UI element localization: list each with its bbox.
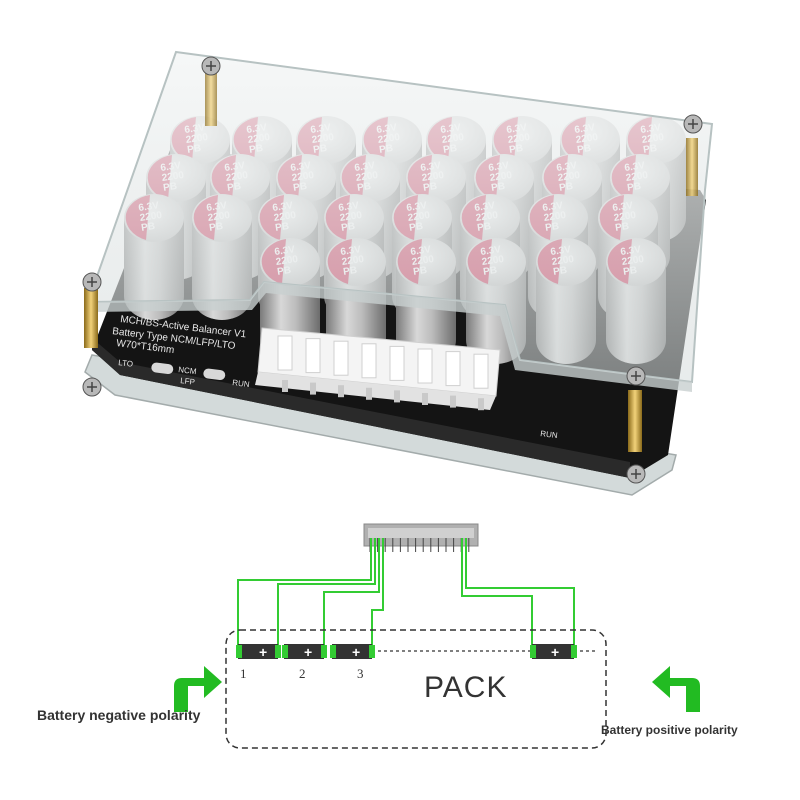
run-label-left: RUN xyxy=(232,378,251,389)
connector-slot xyxy=(277,335,293,371)
jumper-label-lto: LTO xyxy=(118,358,134,369)
cell-number-2: 2 xyxy=(299,666,306,681)
wiring-diagram: + + + + 1 2 3 PACK Battery negative pola… xyxy=(37,523,738,749)
sense-wires xyxy=(237,538,575,647)
screw-cross xyxy=(688,119,698,129)
wire-cell1-neg xyxy=(237,538,372,647)
connector-slot xyxy=(361,343,377,379)
connector-pin xyxy=(282,380,288,392)
connector-pin xyxy=(310,382,316,395)
jumper-label-ncm: NCM xyxy=(178,365,198,376)
cell-n-plus: + xyxy=(551,644,559,660)
connector-slot xyxy=(305,338,321,374)
wire-cell3-pos xyxy=(371,538,384,647)
diagram-connector-pins xyxy=(369,538,470,552)
connector-slot xyxy=(417,348,433,384)
connector-pin xyxy=(450,395,456,408)
screw-cross xyxy=(631,371,641,381)
jumper-pad-1 xyxy=(151,362,174,375)
cell-3-plus: + xyxy=(352,644,360,660)
positive-arrow-icon xyxy=(652,666,700,712)
negative-polarity-label: Battery negative polarity xyxy=(37,707,201,723)
wire-cell2-pos xyxy=(323,538,380,647)
connector-slot xyxy=(389,345,405,381)
screw-cross xyxy=(87,277,97,287)
screw-cross xyxy=(87,382,97,392)
top-acrylic-edge xyxy=(88,282,692,392)
connector-pin xyxy=(366,387,372,400)
jumper-label-lfp: LFP xyxy=(180,376,196,387)
jumper-pad-2 xyxy=(203,368,226,381)
pack-label: PACK xyxy=(424,671,507,704)
battery-cell-3: + xyxy=(330,644,375,660)
connector-pin xyxy=(338,385,344,398)
battery-cell-n: + xyxy=(530,644,577,660)
wire-celln-pos xyxy=(465,538,575,647)
pcb-silkscreen: MCH/BS-Active Balancer V1 Battery Type N… xyxy=(112,314,559,440)
pack-boundary xyxy=(225,629,607,749)
screw-cross xyxy=(206,61,216,71)
wire-celln-neg xyxy=(461,538,533,647)
positive-polarity-label: Battery positive polarity xyxy=(601,723,738,737)
connector-pin xyxy=(422,393,428,405)
cell-2-plus: + xyxy=(304,644,312,660)
cell-number-3: 3 xyxy=(357,666,364,681)
connector-slot xyxy=(333,340,349,376)
standoffs xyxy=(84,66,698,452)
connector-slot xyxy=(473,353,489,389)
wire-cell1-pos xyxy=(277,538,376,647)
connector-pin xyxy=(394,390,400,403)
product-photo: 6.3V2200PB6.3V2200PB6.3V2200PB6.3V2200PB… xyxy=(82,50,714,496)
screw-cross xyxy=(631,469,641,479)
pcb-edge xyxy=(92,338,630,478)
balance-wire-connector xyxy=(255,327,501,411)
cell-number-1: 1 xyxy=(240,666,247,681)
battery-cell-1: + xyxy=(236,644,281,660)
battery-cell-2: + xyxy=(282,644,327,660)
connector-pin xyxy=(478,398,484,411)
screw-heads xyxy=(82,56,703,484)
negative-arrow-icon xyxy=(174,666,222,712)
cell-1-plus: + xyxy=(259,644,267,660)
connector-slot xyxy=(445,351,461,387)
run-label-right: RUN xyxy=(540,429,559,440)
